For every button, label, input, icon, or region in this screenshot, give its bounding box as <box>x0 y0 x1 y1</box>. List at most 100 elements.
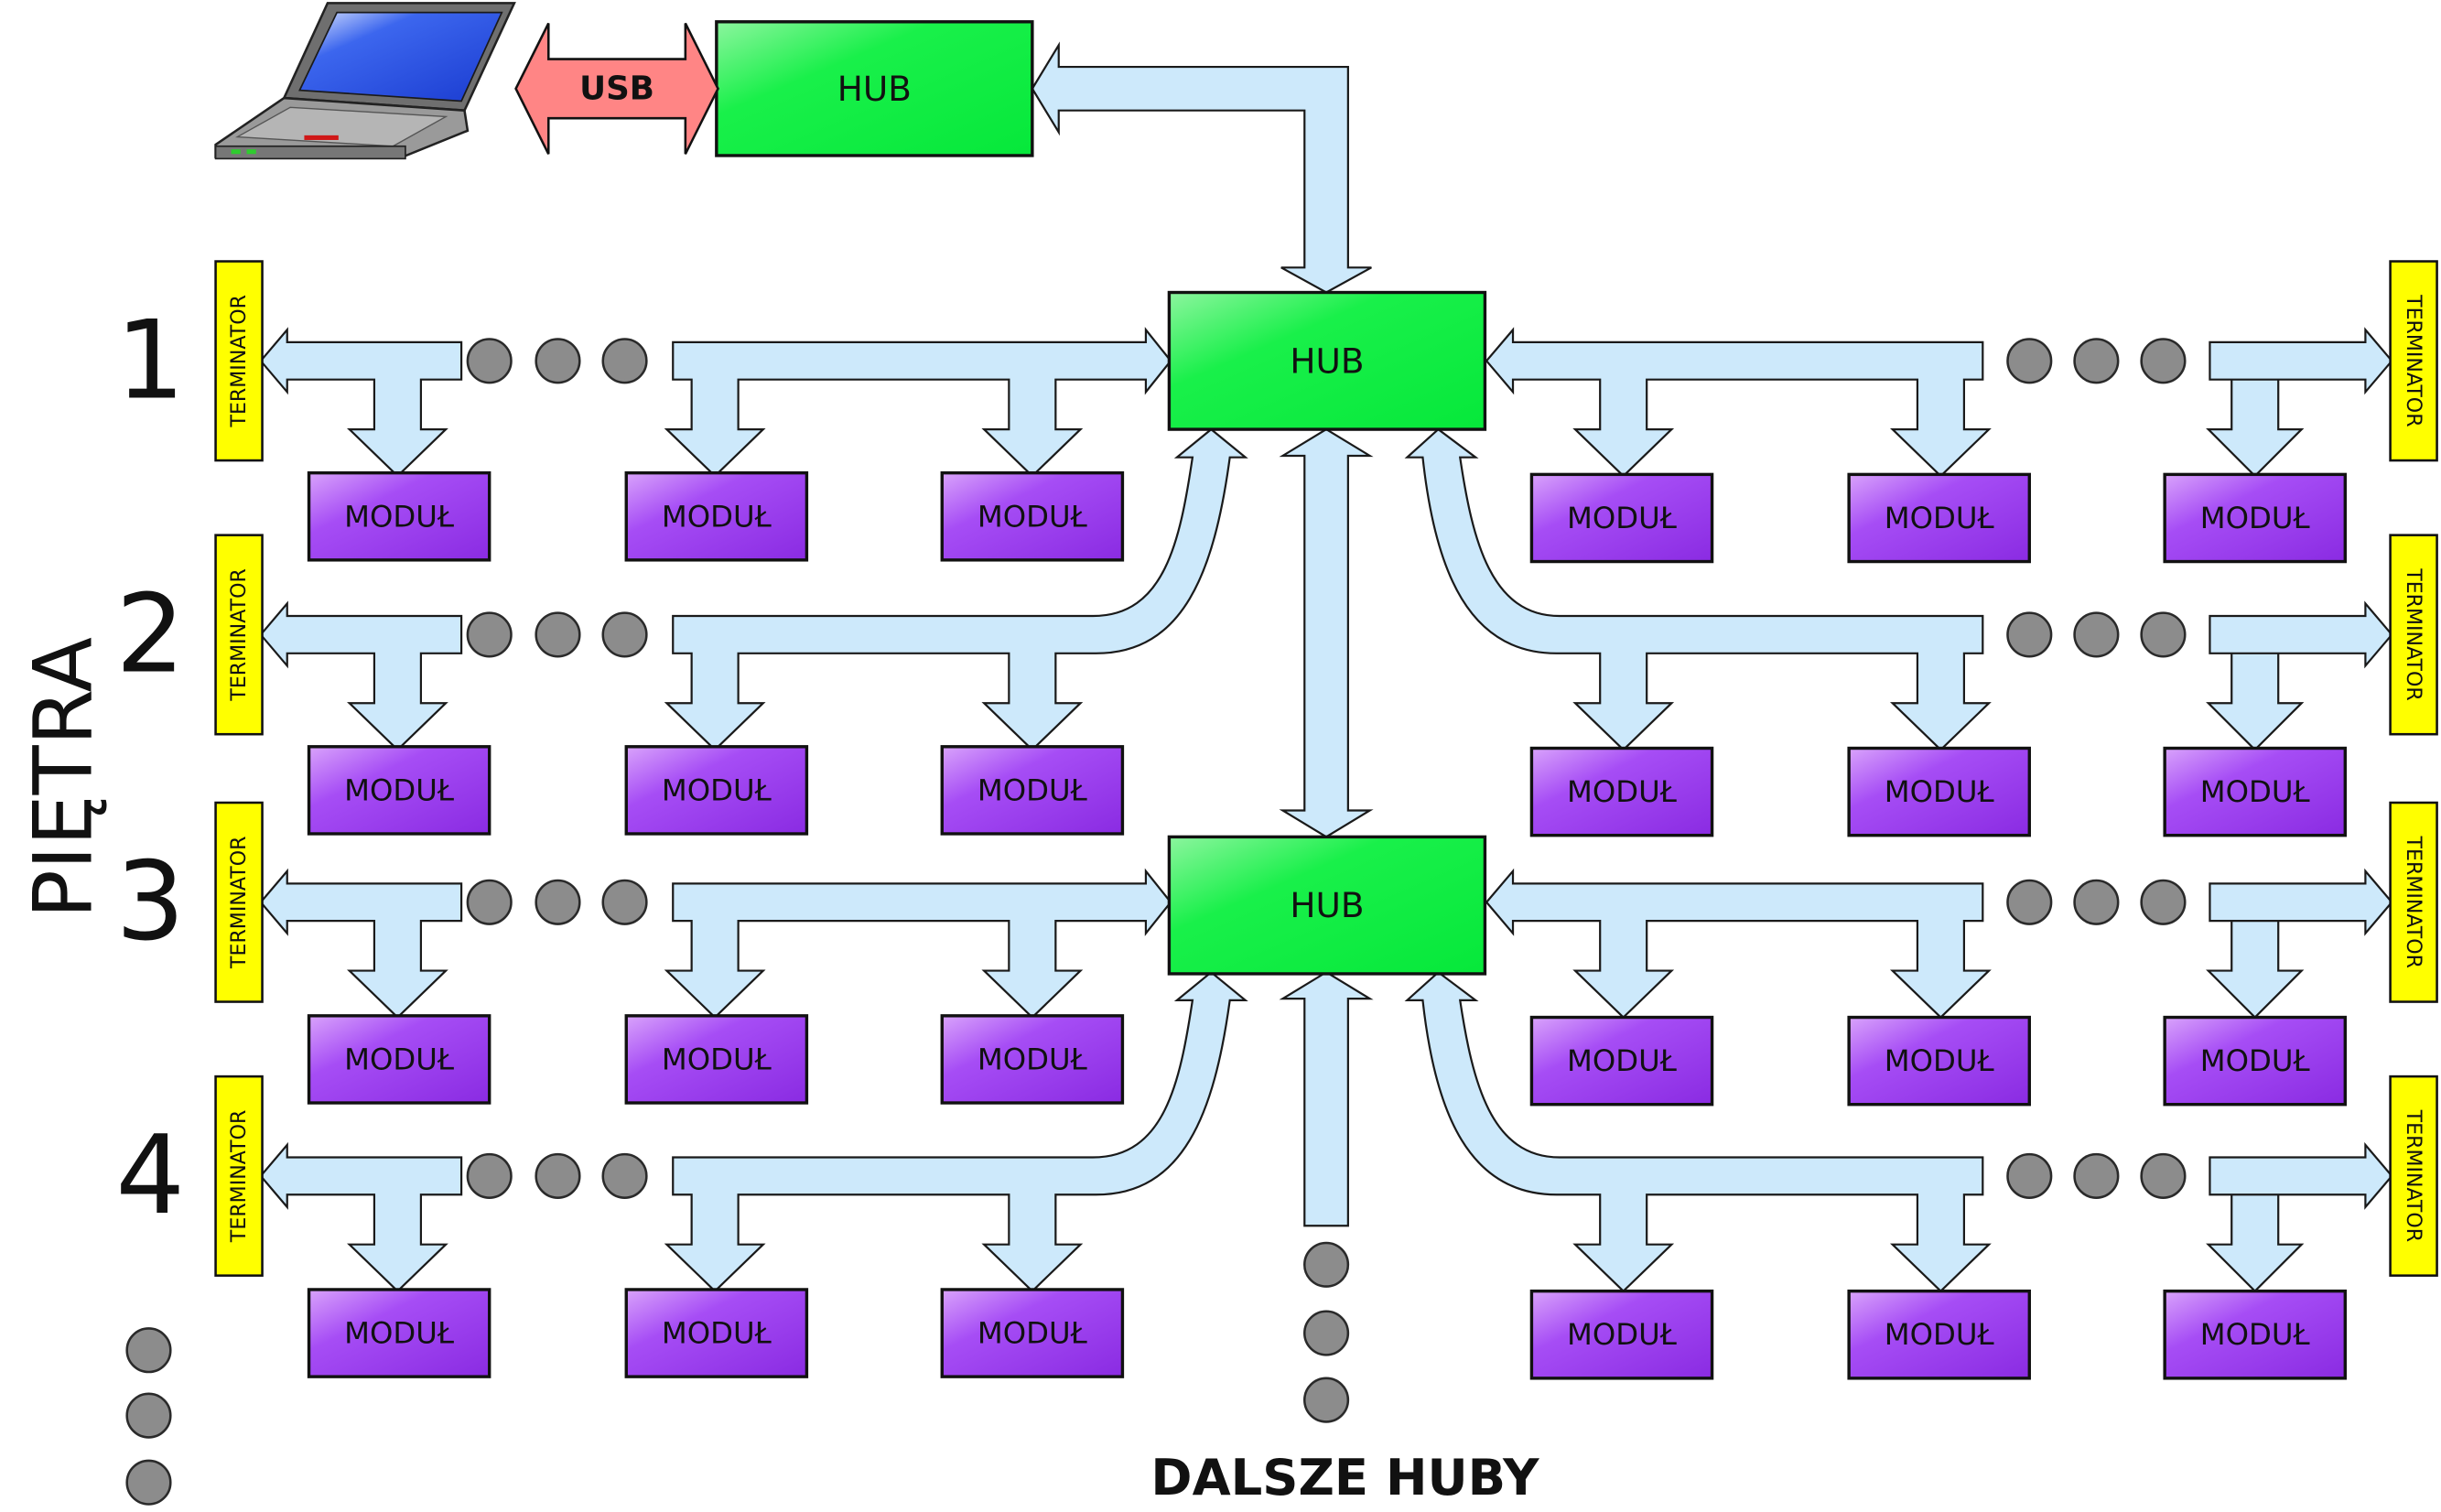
floor2-left-bus <box>664 427 1248 751</box>
hub-usb: HUB <box>715 20 1034 157</box>
floor-number-2: 2 <box>115 571 185 697</box>
floor4-left-bus <box>664 970 1248 1293</box>
bus-arrows <box>259 41 2393 1293</box>
module-label: MODUŁ <box>977 772 1087 807</box>
terminator-left-1: TERMINATOR <box>214 260 264 462</box>
dot-right-2-1 <box>2006 611 2053 658</box>
terminator-right-1: TERMINATOR <box>2389 260 2438 462</box>
module-f4-l1: MODUŁ <box>307 1288 491 1378</box>
dot-left-2-3 <box>601 611 648 658</box>
terminator-bus-left-1 <box>259 327 463 478</box>
hub-top: HUB <box>1167 290 1487 431</box>
hub-downlink <box>1279 970 1374 1227</box>
module-label: MODUŁ <box>662 1316 772 1351</box>
dot-left-4-2 <box>535 1152 581 1199</box>
terminator-left-3: TERMINATOR <box>214 801 264 1003</box>
hub-vertical-link <box>1279 427 1374 838</box>
floor-number-3: 3 <box>115 839 185 966</box>
dot-right-1-3 <box>2140 338 2187 384</box>
usb-label: USB <box>579 70 654 107</box>
module-f1-r1: MODUŁ <box>1529 472 1714 564</box>
module-f3-r3: MODUŁ <box>2163 1015 2348 1107</box>
dot-left-3-1 <box>466 879 513 925</box>
module-f2-r3: MODUŁ <box>2163 746 2348 837</box>
module-f4-r2: MODUŁ <box>1847 1289 2031 1380</box>
dot-right-2-2 <box>2073 611 2120 658</box>
further-hubs-label: DALSZE HUBY <box>1150 1449 1539 1507</box>
terminator-bus-right-4 <box>2206 1141 2393 1293</box>
module-label: MODUŁ <box>662 1042 772 1076</box>
module-f2-l2: MODUŁ <box>624 745 809 836</box>
terminator-bus-right-1 <box>2206 327 2393 478</box>
hub-to-hub-connector <box>1031 41 1372 294</box>
floor3-left-bus <box>664 868 1172 1020</box>
terminator-bus-right-3 <box>2206 868 2393 1020</box>
module-label: MODUŁ <box>1567 501 1677 535</box>
module-f2-r2: MODUŁ <box>1847 746 2031 837</box>
terminator-label: TERMINATOR <box>227 837 251 969</box>
dot-floors-1 <box>125 1327 172 1374</box>
dot-left-1-2 <box>535 338 581 384</box>
terminator-right-3: TERMINATOR <box>2389 801 2438 1003</box>
module-f2-r1: MODUŁ <box>1529 746 1714 837</box>
terminator-bus-left-4 <box>259 1141 463 1293</box>
terminator-label: TERMINATOR <box>2402 1109 2425 1242</box>
floor3-right-bus <box>1485 868 1992 1020</box>
module-label: MODUŁ <box>1885 501 1994 535</box>
dot-left-4-1 <box>466 1152 513 1199</box>
dot-right-3-1 <box>2006 879 2053 925</box>
device-boxes: HUB HUB HUB MODUŁ MODUŁ MODUŁ MODUŁ MODUŁ MODUŁ M… <box>214 20 2438 1380</box>
module-f1-r2: MODUŁ <box>1847 472 2031 564</box>
module-label: MODUŁ <box>662 772 772 807</box>
dot-hubs-2 <box>1303 1310 1350 1356</box>
module-f2-l1: MODUŁ <box>307 745 491 836</box>
terminator-label: TERMINATOR <box>2402 294 2425 427</box>
module-f3-l1: MODUŁ <box>307 1014 491 1105</box>
hub-bottom: HUB <box>1167 835 1487 976</box>
dot-left-3-2 <box>535 879 581 925</box>
module-label: MODUŁ <box>2200 501 2310 535</box>
hub-label: HUB <box>837 69 912 109</box>
laptop-icon <box>214 2 516 160</box>
module-label: MODUŁ <box>344 772 454 807</box>
module-label: MODUŁ <box>344 499 454 534</box>
floor1-left-bus <box>664 327 1172 478</box>
terminator-bus-left-2 <box>259 600 463 751</box>
dot-right-1-1 <box>2006 338 2053 384</box>
terminator-label: TERMINATOR <box>227 568 251 701</box>
floor2-right-bus <box>1404 427 1992 751</box>
usb-connection: USB <box>514 22 719 155</box>
module-label: MODUŁ <box>2200 1043 2310 1078</box>
dot-hubs-3 <box>1303 1377 1350 1423</box>
module-f3-l3: MODUŁ <box>940 1014 1125 1105</box>
module-f1-l3: MODUŁ <box>940 470 1125 562</box>
module-label: MODUŁ <box>344 1316 454 1351</box>
module-label: MODUŁ <box>662 499 772 534</box>
module-label: MODUŁ <box>1885 1043 1994 1078</box>
terminator-label: TERMINATOR <box>2402 567 2425 700</box>
module-label: MODUŁ <box>977 1316 1087 1351</box>
dot-left-1-3 <box>601 338 648 384</box>
dot-right-3-2 <box>2073 879 2120 925</box>
module-f4-r1: MODUŁ <box>1529 1289 1714 1380</box>
module-f4-l2: MODUŁ <box>624 1288 809 1378</box>
module-label: MODUŁ <box>1885 1317 1994 1352</box>
dot-floors-2 <box>125 1392 172 1439</box>
dot-right-2-3 <box>2140 611 2187 658</box>
dot-left-4-3 <box>601 1152 648 1199</box>
module-f1-l1: MODUŁ <box>307 470 491 562</box>
floor4-right-bus <box>1404 970 1992 1293</box>
module-f3-r1: MODUŁ <box>1529 1015 1714 1107</box>
dot-hubs-1 <box>1303 1241 1350 1288</box>
terminator-right-2: TERMINATOR <box>2389 534 2438 736</box>
hub-label: HUB <box>1290 340 1364 381</box>
module-label: MODUŁ <box>1567 1043 1677 1078</box>
dot-right-3-3 <box>2140 879 2187 925</box>
module-f3-r2: MODUŁ <box>1847 1015 2031 1107</box>
terminator-right-4: TERMINATOR <box>2389 1075 2438 1277</box>
module-label: MODUŁ <box>1885 774 1994 809</box>
dot-right-1-2 <box>2073 338 2120 384</box>
dot-left-3-3 <box>601 879 648 925</box>
module-label: MODUŁ <box>2200 1317 2310 1352</box>
terminator-left-4: TERMINATOR <box>214 1075 264 1277</box>
